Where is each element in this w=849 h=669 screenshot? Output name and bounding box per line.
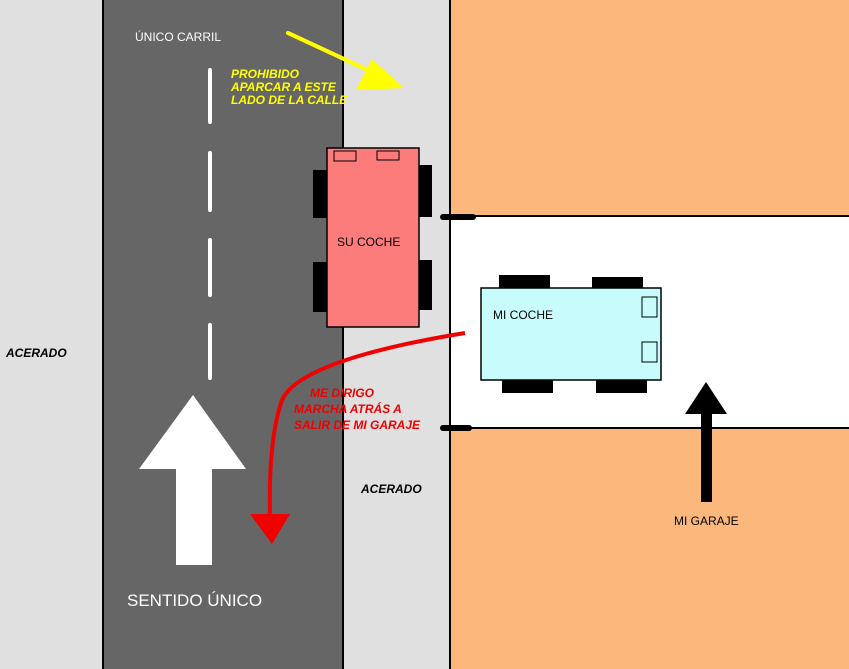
- me-dirigo-label-line3: SALIR DE MI GARAJE: [294, 418, 421, 432]
- su-coche-label: SU COCHE: [337, 235, 400, 249]
- no-parking-arrow-icon: [286, 31, 404, 90]
- prohibido-label-line2: APARCAR A ESTE: [230, 80, 337, 94]
- lot-bottom: [450, 428, 849, 669]
- sentido-unico-label: SENTIDO ÚNICO: [127, 591, 262, 610]
- reverse-path-arrow-icon: [250, 331, 466, 544]
- garage-arrow-icon: [685, 382, 727, 502]
- mi-garaje-label: MI GARAJE: [674, 514, 739, 528]
- right-sidewalk: [344, 0, 450, 669]
- unico-carril-label: ÚNICO CARRIL: [135, 29, 221, 44]
- road: [103, 0, 343, 669]
- mi-coche-car: [480, 275, 662, 393]
- prohibido-label-line3: LADO DE LA CALLE: [231, 93, 348, 107]
- one-way-arrow-icon: [139, 395, 246, 565]
- lot-top: [450, 0, 849, 216]
- gate-post-bottom: [440, 425, 472, 431]
- acerado-left-label: ACERADO: [5, 346, 67, 360]
- gate-post-top: [440, 214, 476, 220]
- prohibido-label-line1: PROHIBIDO: [231, 67, 300, 81]
- acerado-center-label: ACERADO: [360, 482, 422, 496]
- me-dirigo-label-line1: ME DIRIGO: [310, 386, 375, 400]
- left-sidewalk: [0, 0, 103, 669]
- mi-coche-label: MI COCHE: [493, 308, 553, 322]
- su-coche-car: [313, 147, 432, 328]
- me-dirigo-label-line2: MARCHA ATRÁS A: [294, 401, 402, 416]
